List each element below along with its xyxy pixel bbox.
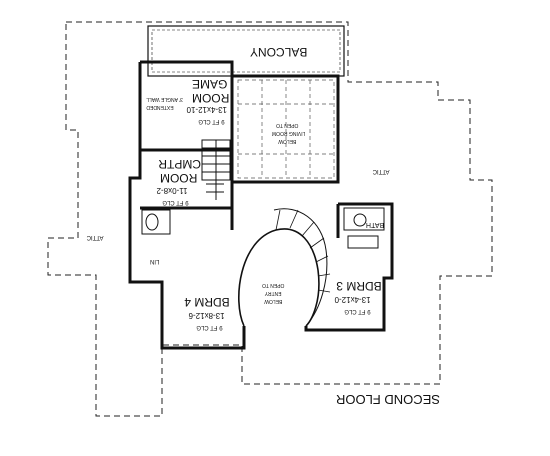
bath-label: BATH	[366, 221, 384, 228]
floor-label: SECOND FLOOR	[336, 392, 440, 407]
game-room-note-2: EXTENDED	[146, 104, 174, 110]
bdrm4-ceiling: 9 FT CLG	[196, 324, 223, 330]
game-room-label-1: GAME	[192, 77, 227, 91]
game-room-dims: 13-4x12-10	[186, 105, 227, 114]
cmptr-room-dims: 11-0x8-2	[156, 186, 188, 195]
attic-outline	[47, 21, 493, 417]
entry-open-1: OPEN TO	[262, 282, 284, 288]
curved-stair	[238, 208, 331, 327]
room-labels: BALCONY GAME ROOM 13-4x12-10 9 FT CLG 3'…	[86, 45, 440, 407]
bdrm3-label: BDRM 3	[336, 279, 382, 293]
game-room-note-1: 3' ANGLE WALL	[146, 96, 183, 102]
game-room-ceiling: 9 FT CLG	[198, 118, 225, 124]
living-open-2: LIVING ROOM	[272, 130, 305, 136]
straight-stair	[201, 139, 231, 200]
bdrm3-dims: 13-4x12-0	[334, 295, 371, 304]
living-open-1: OPEN TO	[276, 122, 298, 128]
attic-label-left: ATTIC	[86, 234, 104, 240]
cmptr-room-ceiling: 9 FT CLG	[162, 199, 189, 205]
lin-label: LIN	[150, 258, 159, 264]
balcony	[147, 25, 345, 77]
exterior-walls	[128, 60, 394, 350]
bath-fixtures	[141, 207, 385, 249]
entry-open-2: ENTRY	[264, 290, 282, 296]
cmptr-room-label-1: CMPTR	[158, 157, 201, 171]
bdrm4-label: BDRM 4	[184, 295, 230, 309]
cmptr-room-label-2: ROOM	[160, 171, 197, 185]
open-to-living-grid	[237, 79, 335, 179]
entry-open-3: BELOW	[264, 298, 282, 304]
attic-label-right: ATTIC	[372, 168, 390, 174]
living-open-3: BELOW	[278, 138, 296, 144]
balcony-label: BALCONY	[250, 45, 307, 59]
game-room-label-2: ROOM	[192, 91, 229, 105]
bdrm3-ceiling: 9 FT CLG	[344, 308, 371, 314]
bdrm4-dims: 13-8x12-6	[188, 311, 225, 320]
